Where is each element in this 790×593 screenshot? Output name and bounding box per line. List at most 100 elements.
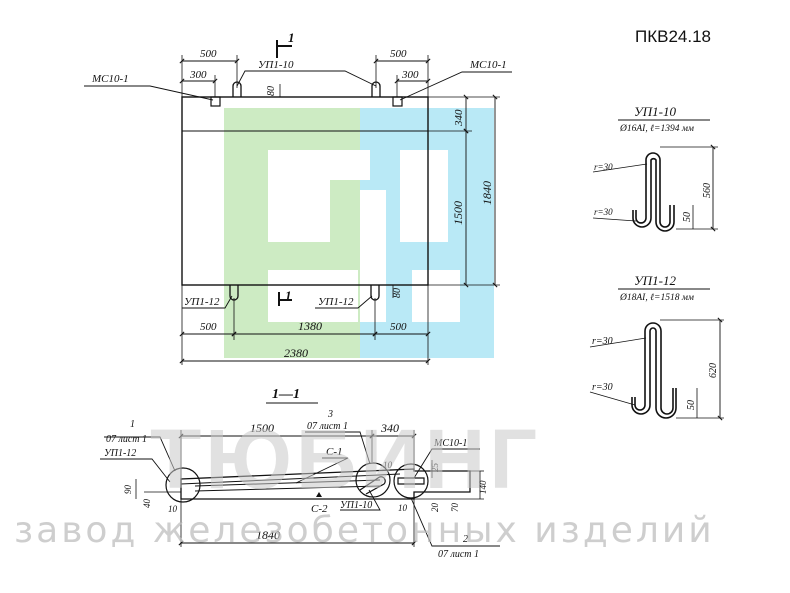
watermark-cut-3 bbox=[400, 150, 448, 242]
detail-up1-10-bar bbox=[645, 152, 671, 228]
section-title: 1—1 bbox=[272, 387, 300, 402]
leader-loops-top bbox=[236, 70, 377, 87]
c2-arrow bbox=[316, 492, 322, 497]
callout1-num: 1 bbox=[130, 419, 135, 430]
detail-up1-10-spec: Ø16AI, ℓ=1394 мм bbox=[619, 124, 694, 134]
detail-up1-10-height: 560 bbox=[702, 183, 713, 198]
dim-sec-1840: 1840 bbox=[256, 528, 280, 542]
dim-sec-10c: 10 bbox=[398, 503, 408, 513]
dim-sec-10b: 10 bbox=[383, 460, 393, 470]
detail-up1-12-spec: Ø18AI, ℓ=1518 мм bbox=[619, 293, 694, 303]
callout3-ref: 07 лист 1 bbox=[307, 421, 348, 432]
section-mark-top-line bbox=[276, 40, 292, 58]
dim-top-500-right: 500 bbox=[390, 48, 407, 60]
detail-up1-10-r-bot-leader bbox=[592, 217, 637, 222]
leader-plate-left bbox=[84, 85, 214, 101]
section-slab-inner bbox=[180, 473, 401, 485]
section-mesh-c1-label: С-1 bbox=[326, 446, 343, 458]
leader-c1 bbox=[295, 457, 349, 484]
leader-callout-2 bbox=[410, 497, 500, 547]
leader-plate bbox=[413, 448, 480, 479]
label-plate-right: МС10-1 bbox=[469, 59, 507, 71]
dim-sec-20: 20 bbox=[430, 503, 440, 513]
dim-top-300-left: 300 bbox=[189, 69, 207, 81]
plate-top-right bbox=[392, 96, 403, 107]
section-mesh-c2-label: С-2 bbox=[311, 503, 328, 515]
dim-bot-500-right: 500 bbox=[390, 321, 407, 333]
label-loops-bottom-right: УП1-12 bbox=[318, 296, 354, 308]
dim-loop-top: 80 bbox=[266, 86, 277, 96]
detail-up1-12-r-bot: r=30 bbox=[592, 382, 613, 393]
product-title: ПКВ24.18 bbox=[635, 27, 711, 46]
detail-up1-12-r-top-leader bbox=[589, 337, 647, 348]
dim-sec-40: 40 bbox=[142, 499, 152, 509]
watermark-brand: ТЮБИНГ bbox=[150, 412, 541, 506]
callout2-num: 2 bbox=[463, 534, 468, 545]
watermark-logo bbox=[224, 108, 494, 358]
section-plate bbox=[397, 477, 425, 485]
detail-up1-12-hook-text: 50 bbox=[686, 400, 697, 410]
leader-loops-bottom-right bbox=[315, 295, 373, 309]
section-slab bbox=[180, 468, 471, 500]
detail-up1-12-r-bot-leader bbox=[589, 391, 636, 406]
leader-loop-left bbox=[100, 458, 171, 483]
section-mark-top: 1 bbox=[288, 30, 295, 45]
detail-up1-12-bar-2 bbox=[649, 327, 677, 419]
detail-up1-12: УП1-12 Ø18AI, ℓ=1518 мм 620 50 r=30 r=30 bbox=[589, 273, 724, 421]
watermark-cut-4 bbox=[268, 270, 358, 322]
dim-top-300-right: 300 bbox=[401, 69, 419, 81]
detail-up1-10-name: УП1-10 bbox=[634, 104, 676, 119]
plan-view: 1 1 500 300 500 300 УП1-10 МС10-1 МС10-1… bbox=[84, 30, 512, 365]
dim-340: 340 bbox=[453, 109, 465, 127]
dim-2380: 2380 bbox=[284, 346, 308, 360]
dim-sec-70: 70 bbox=[450, 503, 460, 513]
detail-up1-12-height: 620 bbox=[708, 363, 719, 378]
dim-sec-90: 90 bbox=[123, 485, 133, 495]
dim-sec-25: 25 bbox=[430, 463, 440, 473]
section-plate-label: МС10-1 bbox=[433, 438, 467, 449]
dim-loop-bottom: 80 bbox=[392, 288, 403, 298]
label-loops-bottom-left: УП1-12 bbox=[184, 296, 220, 308]
plate-top-left bbox=[210, 96, 221, 107]
detail-up1-10-hook bbox=[632, 210, 652, 228]
leader-loop-mid bbox=[340, 489, 381, 511]
watermark-cut-2 bbox=[330, 150, 370, 180]
dim-sec-1500: 1500 bbox=[250, 421, 274, 435]
section-mark-bottom: 1 bbox=[285, 288, 292, 303]
watermark-cut-6 bbox=[412, 270, 460, 322]
detail-up1-10-r-top: r=30 bbox=[594, 162, 613, 172]
label-plate-left: МС10-1 bbox=[91, 73, 129, 85]
dim-bot-1380: 1380 bbox=[298, 319, 322, 333]
dim-sec-340: 340 bbox=[380, 421, 399, 435]
detail-up1-12-bar bbox=[644, 322, 674, 415]
callout-circle-1 bbox=[165, 467, 201, 503]
dim-1500: 1500 bbox=[451, 201, 465, 225]
leader-callout-1 bbox=[104, 436, 176, 472]
dim-1840: 1840 bbox=[480, 181, 494, 205]
detail-up1-10-r-top-leader bbox=[592, 163, 648, 173]
section-mesh-c1 bbox=[194, 479, 381, 487]
section-loop-left: УП1-12 bbox=[104, 448, 136, 459]
section-1-1: 1—1 1500 340 1 07 лист 1 3 07 лист 1 УП1… bbox=[100, 387, 500, 560]
leader-loops-bottom-left bbox=[182, 295, 233, 309]
detail-up1-10: УП1-10 Ø16AI, ℓ=1394 мм 560 50 r=30 r=30 bbox=[592, 104, 718, 232]
dim-top-500-left: 500 bbox=[200, 48, 217, 60]
section-mesh-c2 bbox=[194, 485, 381, 492]
detail-up1-12-r-top: r=30 bbox=[592, 336, 613, 347]
dim-sec-140: 140 bbox=[478, 480, 488, 494]
detail-up1-12-hook bbox=[631, 397, 651, 415]
watermark-cut-5 bbox=[360, 190, 386, 322]
leader-callout-3 bbox=[305, 431, 371, 465]
detail-up1-10-bar-2 bbox=[650, 157, 675, 232]
section-mark-bottom-line bbox=[278, 292, 292, 306]
detail-up1-10-r-bot: r=30 bbox=[594, 207, 613, 217]
dim-sec-10a: 10 bbox=[168, 504, 178, 514]
watermark-tagline: завод железобетонных изделий bbox=[14, 510, 715, 551]
watermark-cut-1 bbox=[268, 150, 330, 242]
panel-outline bbox=[181, 96, 429, 286]
detail-up1-12-name: УП1-12 bbox=[634, 273, 676, 288]
leader-plate-right bbox=[399, 71, 512, 101]
callout1-ref: 07 лист 1 bbox=[106, 434, 147, 445]
section-loop-mid bbox=[359, 476, 386, 495]
